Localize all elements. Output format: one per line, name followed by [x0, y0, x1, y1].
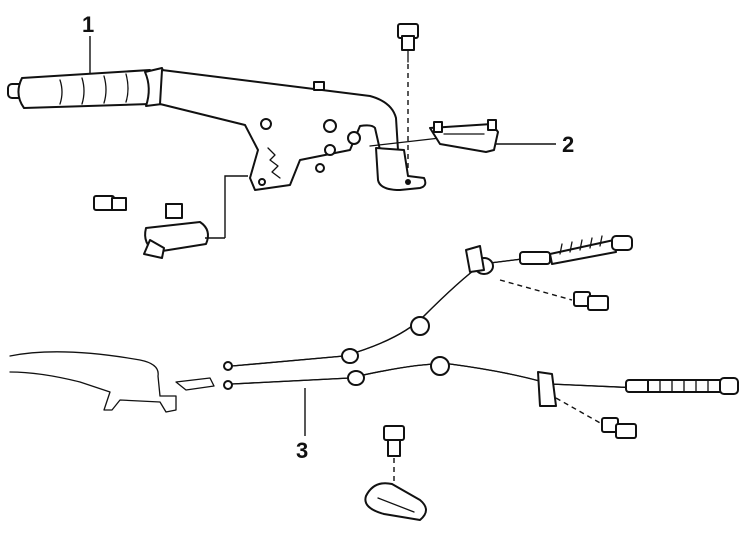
- equalizer-rod: [369, 137, 441, 147]
- equalizer-lug: [487, 119, 497, 131]
- bolt-alignment-line: [499, 279, 573, 301]
- cable-equalizer: [429, 119, 499, 153]
- upper-cable-bracket: [465, 245, 485, 273]
- callout-label-1: 1: [82, 12, 94, 37]
- lever-grip-ridges: [59, 73, 129, 105]
- lower-cable-end: [625, 379, 651, 393]
- switch-leader: [224, 175, 248, 238]
- bolt-alignment-line: [555, 397, 603, 425]
- callout-label-2: 2: [562, 132, 574, 157]
- mount-hole: [405, 179, 411, 185]
- upper-cable-nipple: [611, 235, 633, 251]
- clip-bolt-head: [383, 425, 405, 441]
- lever-rivet: [258, 178, 266, 186]
- switch-bolt-shank: [111, 197, 127, 211]
- lever-body: [159, 69, 399, 191]
- lower-cable-bracket: [537, 371, 557, 407]
- cable-ferrule: [341, 348, 359, 364]
- lower-cable-core: [231, 363, 641, 389]
- bolt-flange: [587, 295, 609, 311]
- cable-bracket-bolt-lower: [555, 397, 637, 439]
- cable-grommet: [430, 356, 450, 376]
- tunnel-bracket: [9, 351, 177, 413]
- cable-bracket-bolt-upper: [499, 279, 609, 311]
- lever-rivet: [260, 118, 272, 130]
- lever-grip: [17, 69, 156, 109]
- lever-mount-foot: [375, 147, 427, 191]
- lever-rivet: [324, 144, 336, 156]
- floor-tunnel-outline: [9, 351, 215, 413]
- switch-plunger: [165, 203, 183, 219]
- upper-cable-end: [519, 251, 551, 265]
- clip-bolt-shank: [387, 439, 401, 457]
- switch-tab: [143, 239, 165, 259]
- lever-ratchet-teeth: [267, 147, 281, 179]
- switch-body: [144, 221, 209, 253]
- clip-body: [364, 482, 427, 521]
- spring-coils: [659, 379, 709, 393]
- lever-rivet: [347, 131, 361, 145]
- rear-brake-cables: [223, 235, 739, 407]
- cable-eyelet: [223, 361, 233, 371]
- tunnel-guide: [175, 377, 215, 391]
- lever-rivet: [323, 119, 337, 133]
- cable-grommet: [410, 316, 430, 336]
- lever-rivet: [315, 163, 325, 173]
- bolt-flange: [615, 423, 637, 439]
- bolt-flange: [401, 35, 415, 51]
- spring-coils: [559, 235, 603, 255]
- clip-detail: [377, 497, 415, 513]
- equalizer-lug: [433, 121, 443, 133]
- cable-ferrule: [347, 370, 365, 386]
- brake-warning-switch: [93, 175, 248, 259]
- lever-mount-bolt: [397, 23, 419, 172]
- cable-clip: [364, 425, 427, 521]
- hand-brake-lever: [7, 67, 441, 191]
- callout-label-3: 3: [296, 438, 308, 463]
- lever-top-pin: [313, 81, 325, 91]
- cable-eyelet: [223, 380, 233, 390]
- lower-cable-nipple: [719, 377, 739, 395]
